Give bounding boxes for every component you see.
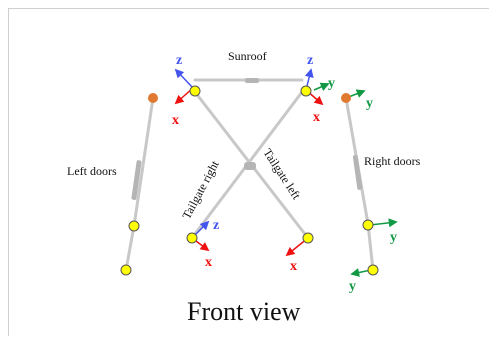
left-door-link-upper — [132, 96, 155, 228]
tailgate-right-node — [186, 232, 198, 244]
sunroof-label: Sunroof — [228, 49, 267, 63]
tailgate-right-label: Tailgate right — [179, 158, 222, 222]
link-joints — [131, 78, 363, 200]
right-door-hinge-node — [341, 93, 351, 103]
left-door-mid-node — [128, 220, 140, 232]
left-door-hinge-node — [148, 93, 158, 103]
x-axis-label: x — [290, 259, 297, 274]
z-axis-label: z — [213, 218, 219, 233]
right-door-mid-frame: y — [369, 218, 398, 245]
right-door-link-lower — [366, 222, 375, 272]
sunroof-right-node — [300, 85, 312, 97]
x-axis-label: x — [205, 255, 212, 270]
right-door-top-frame: y — [345, 89, 373, 111]
y-axis-label: y — [366, 96, 373, 111]
diagram-frame — [8, 8, 489, 336]
sunroof-joint — [245, 78, 259, 83]
right-door-bottom-frame: y — [349, 268, 372, 294]
z-axis-label: z — [307, 53, 313, 68]
links — [124, 78, 375, 272]
y-axis-label: y — [390, 230, 397, 245]
right-door-mid-node — [362, 219, 374, 231]
tailgate-left-label: Tailgate left — [260, 146, 303, 202]
left-door-joint — [131, 160, 142, 200]
left-door-link-lower — [124, 224, 136, 272]
tailgate-center-joint — [244, 162, 256, 170]
x-axis-label: x — [172, 113, 179, 128]
fixed-nodes — [148, 93, 351, 103]
z-axis-label: z — [176, 53, 182, 68]
y-axis-label: y — [328, 76, 335, 91]
right-doors-label: Right doors — [364, 154, 421, 168]
left-door-bottom-node — [120, 264, 132, 276]
tailgate-right-frame: z x — [191, 218, 219, 270]
right-door-joint — [352, 155, 363, 190]
right-door-bottom-node — [367, 264, 379, 276]
tailgate-left-node — [302, 232, 314, 244]
x-axis-label: x — [313, 110, 320, 125]
left-doors-label: Left doors — [67, 164, 117, 178]
sunroof-left-node — [189, 85, 201, 97]
tailgate-left-frame: x — [285, 237, 309, 274]
y-axis-label: y — [349, 279, 356, 294]
view-caption: Front view — [187, 297, 301, 326]
joint-nodes — [120, 85, 379, 276]
